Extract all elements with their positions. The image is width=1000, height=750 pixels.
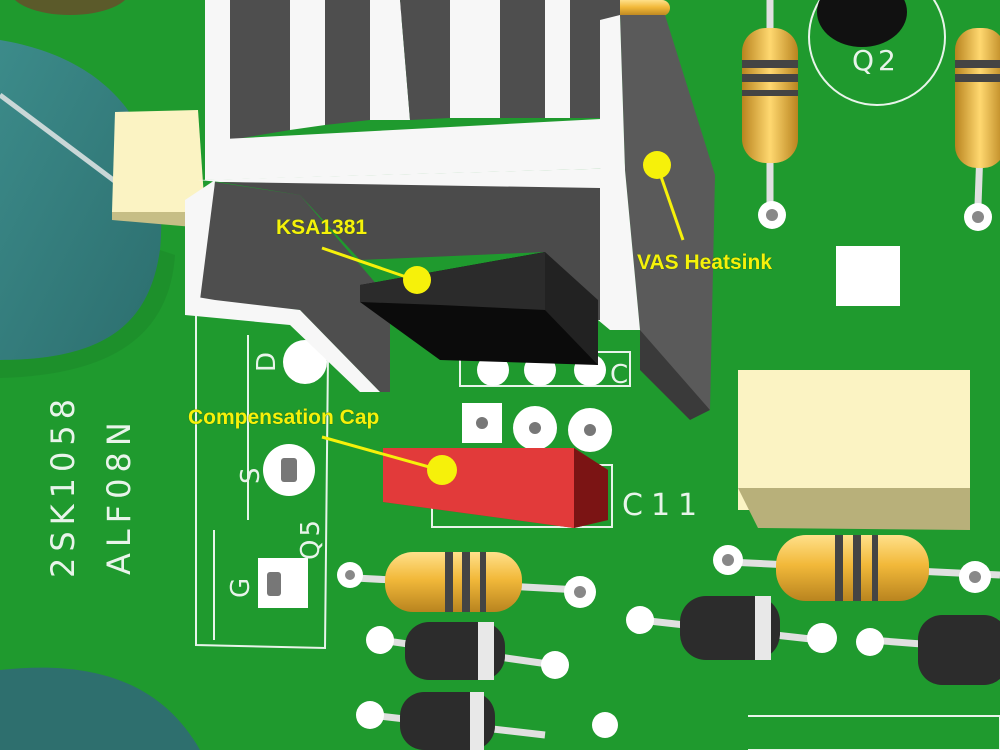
resistor-horizontal-1 <box>337 552 596 612</box>
silk-alt-part: ALF08N <box>100 416 138 575</box>
diode-2 <box>356 692 546 750</box>
silk-pin-d: D <box>252 351 282 372</box>
pad-d <box>283 340 327 384</box>
square-pad <box>836 246 900 306</box>
label-vas-heatsink: VAS Heatsink <box>637 251 772 274</box>
marker-heatsink <box>643 151 671 179</box>
silk-pin-s: S <box>236 467 266 484</box>
diode-3 <box>626 596 837 660</box>
marker-cap <box>427 455 457 485</box>
silk-c11: C11 <box>622 488 706 523</box>
resistor-vertical-1 <box>742 0 798 229</box>
leader-cap <box>321 435 441 472</box>
silk-pin-g: G <box>226 577 256 598</box>
label-compensation-cap: Compensation Cap <box>188 406 380 429</box>
resistor-vertical-2 <box>955 28 1000 231</box>
silk-part-number: 2SK1058 <box>44 392 82 578</box>
marker-ksa <box>403 266 431 294</box>
vias-bottom <box>592 712 1000 750</box>
diode-4 <box>856 615 1000 685</box>
pad-g <box>258 558 308 608</box>
silk-pad-c: C <box>610 360 629 390</box>
electrolytic-capacitor-bottom <box>0 667 200 750</box>
silk-q5: Q5 <box>296 516 326 560</box>
capacitor-top-left <box>15 0 125 15</box>
transistor-q2 <box>808 0 946 106</box>
cap-c11-pads <box>431 403 613 528</box>
annotation-markers <box>321 151 685 485</box>
label-ksa1381: KSA1381 <box>276 216 368 239</box>
vas-heatsink <box>185 0 715 420</box>
leader-ksa <box>321 246 416 282</box>
resistor-horizontal-2 <box>713 535 1000 601</box>
silk-q2: Q2 <box>852 44 900 77</box>
film-capacitor-right <box>738 370 970 530</box>
diode-1 <box>366 622 569 680</box>
connector-block <box>112 110 205 228</box>
pad-s <box>263 444 315 496</box>
transistor-q5-outline <box>195 298 329 650</box>
